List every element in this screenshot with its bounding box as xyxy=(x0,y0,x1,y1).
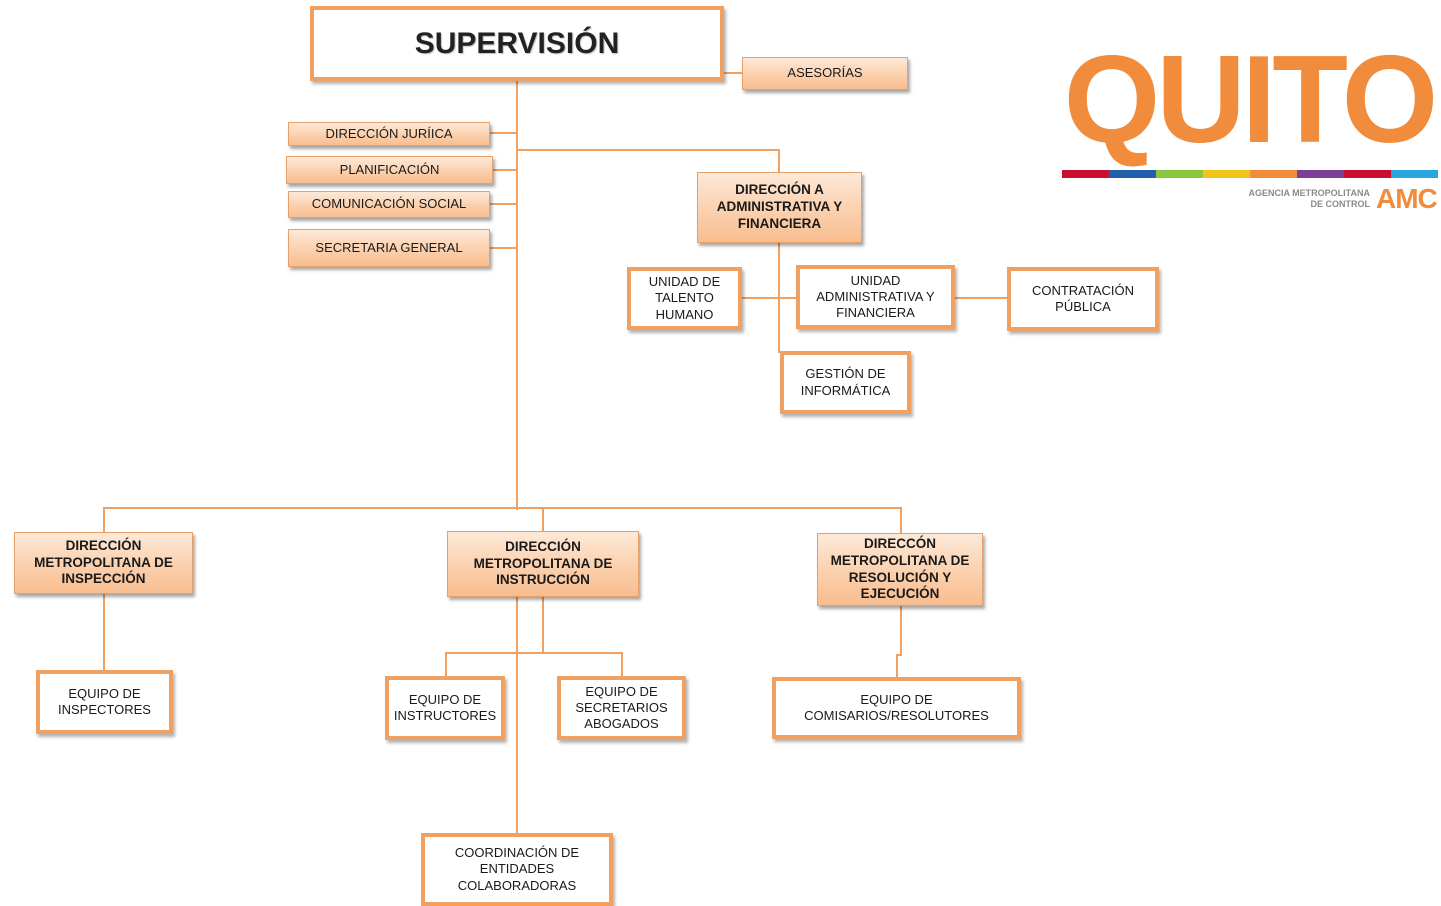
contracting-box: CONTRATACIÓN PÚBLICA xyxy=(1007,267,1159,331)
supervision-label: SUPERVISIÓN xyxy=(414,26,620,60)
staff-unit-label: DIRECCIÓN JURÍICA xyxy=(325,125,453,141)
staff-unit-secretaria: SECRETARIA GENERAL xyxy=(288,229,490,267)
staff-unit-comunicacion: COMUNICACIÓN SOCIAL xyxy=(288,191,490,218)
logo-color-stripe xyxy=(1062,170,1438,178)
admin-unit-box: UNIDAD ADMINISTRATIVA Y FINANCIERA xyxy=(796,265,955,329)
staff-unit-label: COMUNICACIÓN SOCIAL xyxy=(311,196,467,212)
logo-stripe-segment xyxy=(1391,170,1438,178)
it-unit-label: GESTIÓN DE INFORMÁTICA xyxy=(800,366,891,398)
commissioners-team-box: EQUIPO DE COMISARIOS/RESOLUTORES xyxy=(772,677,1021,739)
inspectors-team-label: EQUIPO DE INSPECTORES xyxy=(58,685,151,717)
staff-unit-label: PLANIFICACIÓN xyxy=(339,161,440,177)
staff-unit-planificacion: PLANIFICACIÓN xyxy=(286,156,493,184)
logo-acronym: AMC xyxy=(1376,183,1438,214)
logo-wordmark: QUITO xyxy=(1063,31,1438,169)
talent-unit-label: UNIDAD DE TALENTO HUMANO xyxy=(648,274,721,322)
logo-agency-text: AGENCIA METROPOLITANA DE CONTROL xyxy=(1248,188,1371,209)
admin-unit-label: UNIDAD ADMINISTRATIVA Y FINANCIERA xyxy=(816,272,935,321)
admin-direction-label: DIRECCIÓN A ADMINISTRATIVA Y FINANCIERA xyxy=(716,182,843,231)
coordination-label: COORDINACIÓN DE ENTIDADES COLABORADORAS xyxy=(454,845,580,893)
asesorias-label: ASESORÍAS xyxy=(787,65,863,81)
logo-stripe-segment xyxy=(1203,170,1250,178)
coordination-box: COORDINACIÓN DE ENTIDADES COLABORADORAS xyxy=(421,833,613,906)
secretaries-team-box: EQUIPO DE SECRETARIOS ABOGADOS xyxy=(557,676,686,740)
supervision-box: SUPERVISIÓN xyxy=(310,6,724,81)
logo-stripe-segment xyxy=(1109,170,1156,178)
inspectors-team-box: EQUIPO DE INSPECTORES xyxy=(36,670,173,734)
admin-direction-box: DIRECCIÓN A ADMINISTRATIVA Y FINANCIERA xyxy=(697,172,862,243)
staff-unit-juridica: DIRECCIÓN JURÍICA xyxy=(288,122,490,146)
it-unit-box: GESTIÓN DE INFORMÁTICA xyxy=(780,351,911,414)
logo-stripe-segment xyxy=(1297,170,1344,178)
contracting-label: CONTRATACIÓN PÚBLICA xyxy=(1031,282,1135,314)
commissioners-team-label: EQUIPO DE COMISARIOS/RESOLUTORES xyxy=(804,691,989,723)
quito-amc-logo: QUITO AGENCIA METROPOLITANA DE CONTROL A… xyxy=(1058,30,1440,220)
instruction-direction-box: DIRECCIÓN METROPOLITANA DE INSTRUCCIÓN xyxy=(447,531,639,597)
logo-stripe-segment xyxy=(1250,170,1297,178)
inspection-direction-box: DIRECCIÓN METROPOLITANA DE INSPECCIÓN xyxy=(14,532,193,594)
resolution-direction-box: DIRECCÓN METROPOLITANA DE RESOLUCIÓN Y E… xyxy=(817,533,983,606)
instructors-team-box: EQUIPO DE INSTRUCTORES xyxy=(385,676,505,740)
instruction-direction-label: DIRECCIÓN METROPOLITANA DE INSTRUCCIÓN xyxy=(473,538,613,588)
instructors-team-label: EQUIPO DE INSTRUCTORES xyxy=(393,691,497,723)
asesorias-box: ASESORÍAS xyxy=(742,57,908,90)
secretaries-team-label: EQUIPO DE SECRETARIOS ABOGADOS xyxy=(575,683,668,732)
resolution-direction-label: DIRECCÓN METROPOLITANA DE RESOLUCIÓN Y E… xyxy=(830,535,970,602)
staff-unit-label: SECRETARIA GENERAL xyxy=(315,239,463,255)
logo-stripe-segment xyxy=(1344,170,1391,178)
talent-unit-box: UNIDAD DE TALENTO HUMANO xyxy=(627,267,742,330)
logo-stripe-segment xyxy=(1062,170,1109,178)
inspection-direction-label: DIRECCIÓN METROPOLITANA DE INSPECCIÓN xyxy=(34,537,173,587)
logo-stripe-segment xyxy=(1156,170,1203,178)
